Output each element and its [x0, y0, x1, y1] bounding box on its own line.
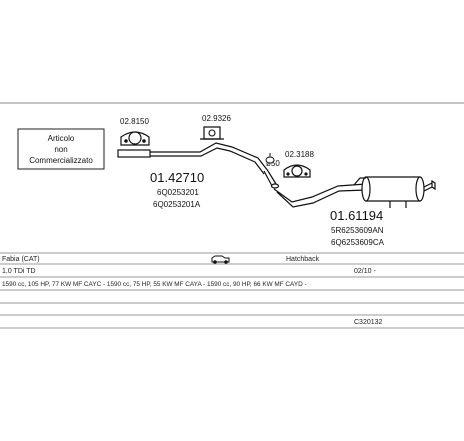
note-line-1: Articolo: [48, 134, 75, 143]
rubber-hanger-icon: [200, 126, 224, 140]
part-2-oem-2: 6Q6253609CA: [331, 238, 385, 247]
vehicle-engine-codes: 1590 cc, 105 HP, 77 KW MF CAYC - 1590 cc…: [2, 281, 307, 288]
rubber-hanger-icon: [283, 164, 311, 178]
part-2-number: 01.61194: [330, 208, 383, 223]
front-pipe-drawing: [117, 142, 280, 189]
vehicle-date-range: 02/10 -: [354, 268, 376, 275]
part-1-oem-2: 6Q0253201A: [153, 200, 201, 209]
bracket-2-label: 02.9326: [202, 114, 231, 123]
rubber-hanger-icon: [120, 131, 150, 146]
catalog-reference: C320132: [354, 319, 383, 326]
vehicle-model: Fabia (CAT): [2, 256, 40, 263]
note-line-2: non: [54, 145, 67, 154]
note-line-3: Commercializzato: [29, 156, 93, 165]
clamp-icon: [265, 153, 275, 164]
bracket-1-label: 02.8150: [120, 117, 149, 126]
vehicle-body-type: Hatchback: [286, 256, 320, 263]
not-available-note: Articolo non Commercializzato: [17, 128, 105, 170]
part-1-oem-1: 6Q0253201: [157, 188, 199, 197]
clamp-size-label: ø50: [266, 159, 280, 168]
rear-silencer-drawing: [273, 176, 436, 208]
part-1-number: 01.42710: [150, 170, 204, 185]
part-2-oem-1: 5R6253609AN: [331, 226, 384, 235]
car-icon: [211, 255, 230, 264]
vehicle-engine: 1.0 TDi TD: [2, 268, 36, 275]
bracket-3-label: 02.3188: [285, 150, 314, 159]
